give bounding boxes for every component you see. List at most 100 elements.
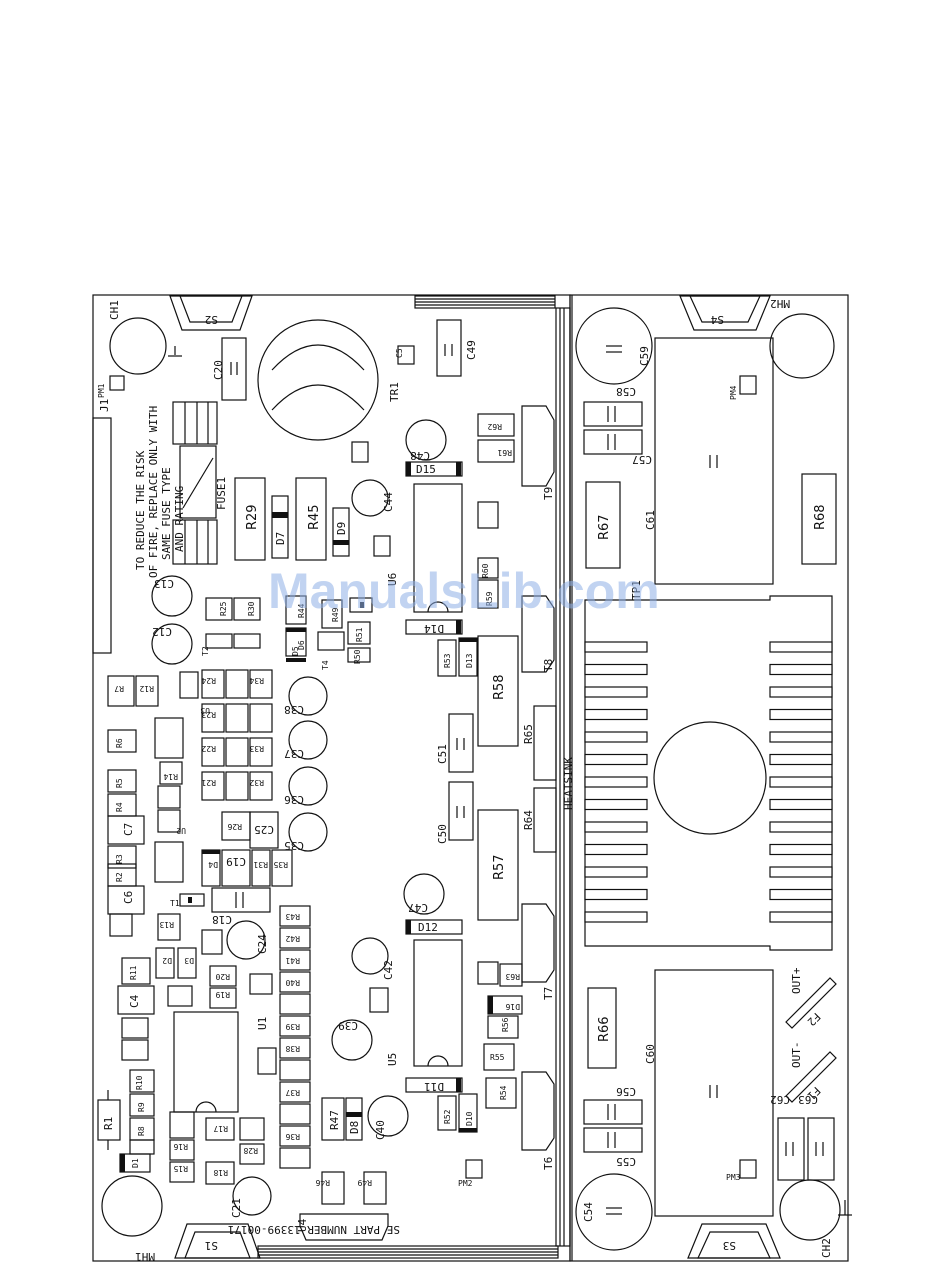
label-mh1: MH1	[135, 1250, 155, 1263]
svg-text:R18: R18	[213, 1168, 228, 1177]
svg-text:R62: R62	[487, 422, 502, 431]
svg-text:R64: R64	[522, 810, 535, 830]
svg-text:C57: C57	[632, 453, 652, 466]
svg-text:R12: R12	[139, 684, 154, 693]
label-ch2: CH2	[820, 1238, 833, 1258]
svg-text:R46: R46	[315, 1178, 330, 1187]
svg-text:R13: R13	[159, 920, 174, 929]
heatsink-fin	[584, 708, 648, 721]
svg-text:R34: R34	[249, 676, 264, 685]
svg-text:C61: C61	[644, 510, 657, 530]
connector-j1	[92, 417, 112, 654]
svg-text:R32: R32	[249, 778, 264, 787]
svg-text:U6: U6	[386, 573, 399, 586]
transistor-t7	[521, 903, 555, 983]
heatsink-fin	[769, 866, 833, 878]
svg-text:R38: R38	[285, 1044, 300, 1053]
svg-text:D4: D4	[208, 860, 218, 869]
svg-text:C19: C19	[226, 855, 246, 868]
svg-text:R50: R50	[353, 649, 362, 664]
svg-text:R51: R51	[355, 627, 364, 642]
svg-text:AND RATING: AND RATING	[173, 486, 186, 552]
svg-text:R11: R11	[129, 965, 138, 980]
svg-text:C54: C54	[582, 1202, 595, 1222]
mounting-hole-mh2	[769, 313, 835, 379]
svg-text:PM4: PM4	[729, 385, 738, 400]
svg-text:R8: R8	[137, 1126, 146, 1136]
svg-text:R61: R61	[497, 448, 512, 457]
svg-text:R49: R49	[331, 607, 340, 622]
svg-text:R66: R66	[597, 1016, 612, 1042]
svg-text:C38: C38	[284, 703, 304, 716]
part-number: SE PART NUMBER 13399-00171	[228, 1223, 400, 1236]
svg-text:R47: R47	[328, 1110, 341, 1130]
svg-text:C58: C58	[616, 385, 636, 398]
svg-text:C21: C21	[230, 1198, 243, 1218]
svg-text:TP1: TP1	[630, 580, 643, 600]
connector-s4: S4	[679, 295, 771, 331]
svg-text:R3: R3	[115, 854, 124, 864]
svg-text:R1: R1	[102, 1117, 115, 1130]
svg-text:R53: R53	[443, 653, 452, 668]
svg-text:C36: C36	[284, 793, 304, 806]
heatsink-fin	[769, 888, 833, 901]
heatsink-fin	[769, 641, 833, 653]
svg-text:R31: R31	[253, 860, 268, 869]
connector-s1: S1	[174, 1223, 261, 1259]
svg-text:D8: D8	[348, 1121, 361, 1134]
svg-text:C60: C60	[644, 1044, 657, 1064]
mounting-hole-ch2	[779, 1179, 841, 1241]
svg-text:R39: R39	[285, 1022, 300, 1031]
svg-text:C44: C44	[382, 492, 395, 512]
svg-text:U5: U5	[386, 1053, 399, 1066]
svg-text:R14: R14	[163, 772, 178, 781]
svg-text:R33: R33	[249, 744, 264, 753]
heatsink-fin	[584, 798, 648, 811]
svg-text:R58: R58	[492, 674, 507, 700]
svg-text:R67: R67	[597, 514, 612, 540]
connector-s3: S3	[687, 1223, 781, 1259]
resistor-array-left: R7 R12 R6 R5 R4 C7 R3 R2 C6	[107, 671, 199, 937]
svg-text:D16: D16	[505, 1002, 520, 1011]
svg-text:C5: C5	[395, 348, 404, 358]
heatsink-fin	[769, 686, 833, 698]
fuse-f2: F2 OUT+	[785, 967, 837, 1029]
svg-text:TR1: TR1	[388, 382, 401, 402]
svg-text:R17: R17	[213, 1124, 228, 1133]
svg-text:C55: C55	[616, 1155, 636, 1168]
svg-text:C18: C18	[212, 913, 232, 926]
svg-text:R30: R30	[247, 601, 256, 616]
svg-text:R4: R4	[115, 802, 124, 812]
capacitor-c60	[654, 969, 774, 1217]
svg-text:C42: C42	[382, 960, 395, 980]
svg-text:T1: T1	[170, 899, 180, 908]
fuse1: FUSE1	[172, 401, 228, 565]
svg-text:R54: R54	[499, 1085, 508, 1100]
svg-text:C24: C24	[256, 934, 269, 954]
resistor-column-r36-r43: R43 R42 R41 R40 R39 R38 R37 R36	[279, 905, 311, 1169]
transistor-t6	[521, 1071, 555, 1151]
heatsink-fin	[769, 821, 833, 833]
heatsink	[584, 595, 833, 951]
svg-text:D15: D15	[416, 463, 436, 476]
heatsink-fin	[584, 753, 648, 766]
regulator-u4	[299, 1213, 389, 1241]
fuse-warning-text: TO REDUCE THE RISK OF FIRE, REPLACE ONLY…	[134, 406, 186, 578]
heatsink-fin	[769, 708, 833, 721]
svg-text:D1: D1	[131, 1158, 140, 1168]
svg-text:R43: R43	[285, 912, 300, 921]
heatsink-fin	[584, 776, 648, 788]
svg-text:D12: D12	[418, 921, 438, 934]
svg-text:D14: D14	[424, 622, 444, 635]
svg-text:C39: C39	[338, 1019, 358, 1032]
heatsink-fin	[584, 686, 648, 698]
svg-text:C25: C25	[254, 823, 274, 836]
svg-text:C40: C40	[374, 1120, 387, 1140]
svg-text:C63: C63	[798, 1093, 818, 1106]
svg-text:R41: R41	[285, 956, 300, 965]
svg-text:R44: R44	[297, 603, 306, 618]
transistor-t8	[521, 595, 555, 673]
heatsink-fin	[769, 911, 833, 923]
svg-text:R60: R60	[481, 563, 490, 578]
svg-text:R26: R26	[227, 822, 242, 831]
